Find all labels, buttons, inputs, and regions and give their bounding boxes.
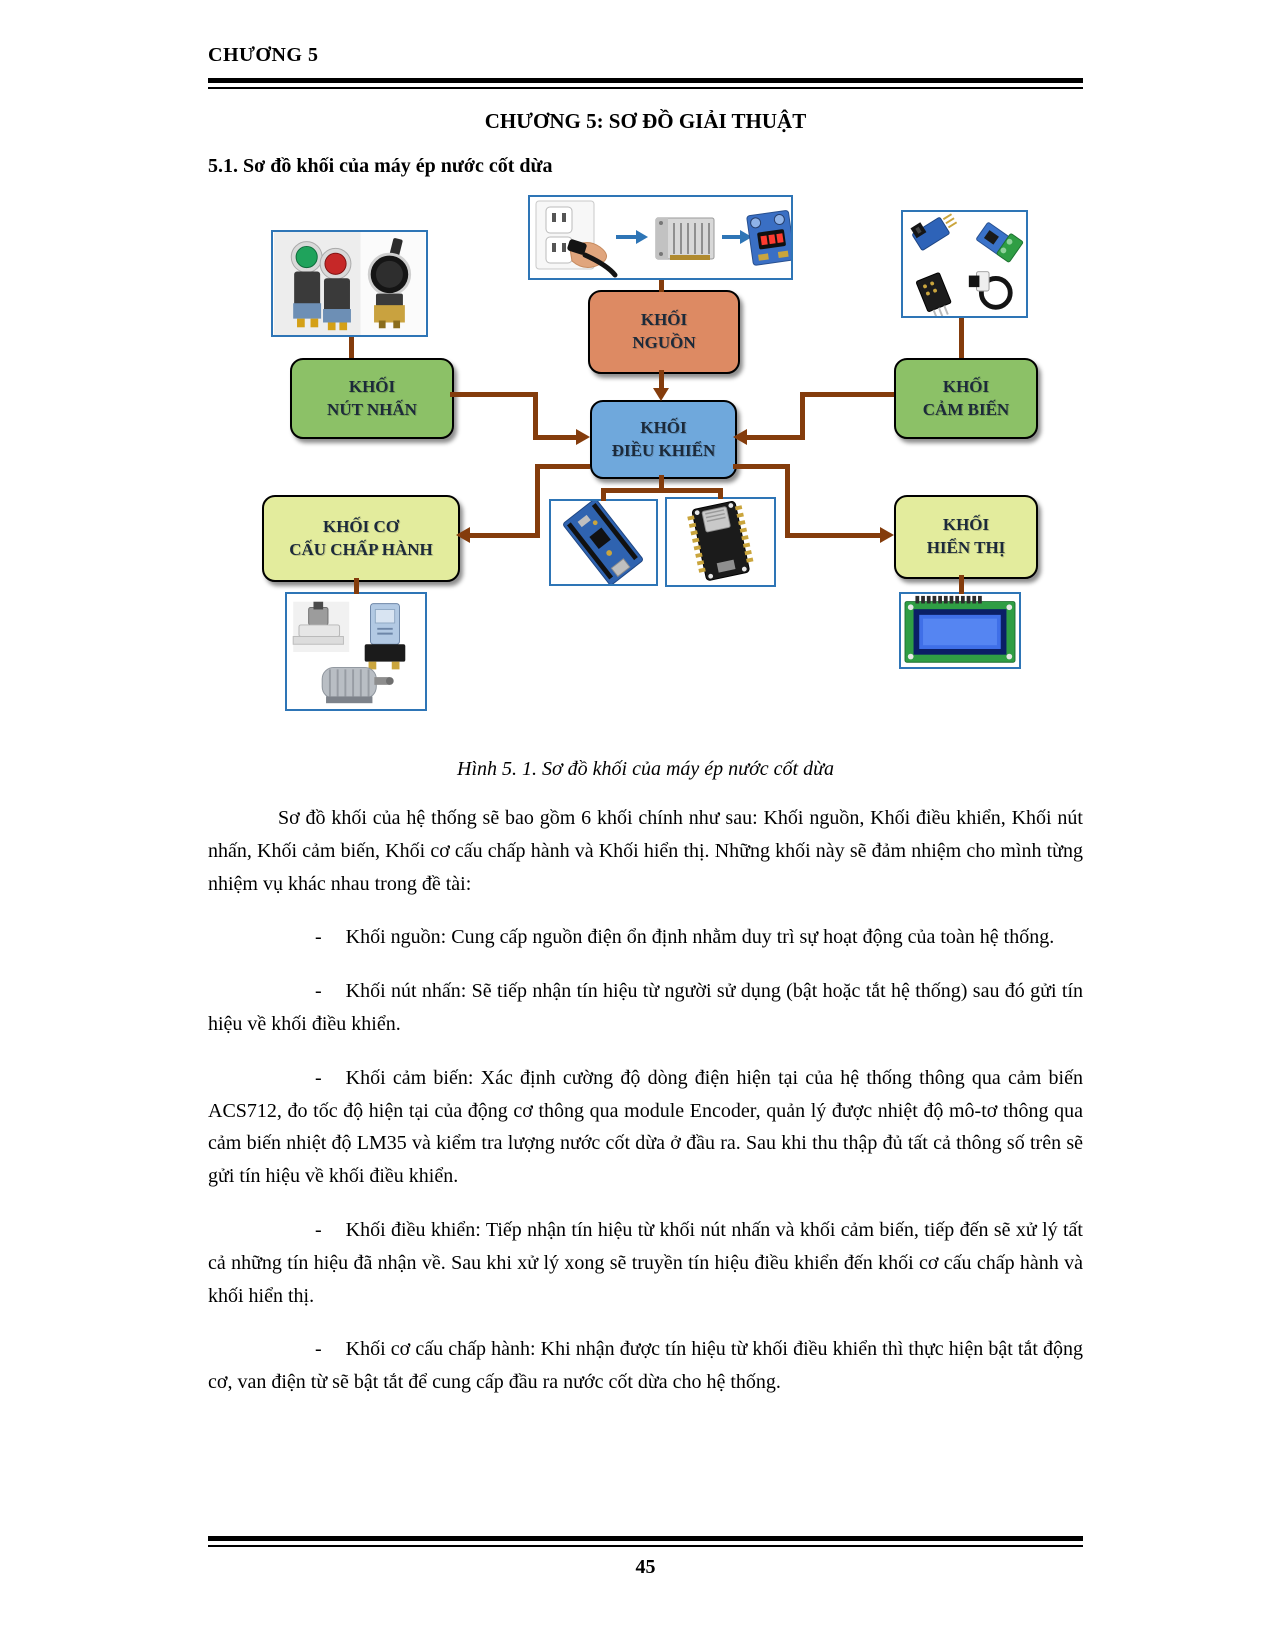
connector-boards-right bbox=[718, 488, 723, 499]
page-footer: 45 bbox=[208, 1536, 1083, 1579]
arrowhead-into-dieukhien-right bbox=[733, 429, 747, 445]
connector-hienthi-h2 bbox=[785, 533, 880, 538]
connector-cambien-h bbox=[805, 392, 894, 397]
bullet-text: Khối điều khiển: Tiếp nhận tín hiệu từ k… bbox=[208, 1218, 1083, 1307]
bullet-khoi-cam-bien: -Khối cảm biến: Xác định cường độ dòng đ… bbox=[208, 1062, 1083, 1193]
connector-hienthi-to-lcd bbox=[959, 575, 964, 594]
block-khoi-co-cau-chap-hanh: KHỐI CƠ CẤU CHẤP HÀNH bbox=[262, 495, 460, 582]
arduino-mega-board-photo bbox=[563, 501, 643, 584]
push-buttons-and-selector-switch-photo bbox=[273, 232, 426, 335]
connector-cocau-to-actuators bbox=[354, 578, 359, 594]
figure-caption: Hình 5. 1. Sơ đồ khối của máy ép nước cố… bbox=[457, 758, 834, 780]
bullet-khoi-nguon: -Khối nguồn: Cung cấp nguồn điện ổn định… bbox=[208, 921, 1083, 954]
bullet-khoi-nut-nhan: -Khối nút nhấn: Sẽ tiếp nhận tín hiệu từ… bbox=[208, 975, 1083, 1041]
page-title: CHƯƠNG 5: SƠ ĐỒ GIẢI THUẬT bbox=[484, 109, 807, 133]
connector-cocau-v bbox=[535, 464, 540, 538]
connector-boards-bar bbox=[601, 488, 723, 493]
connector-nutnhan-v bbox=[533, 392, 538, 440]
bullet-marker: - bbox=[315, 1338, 322, 1361]
esp32-board-photo bbox=[687, 501, 754, 581]
connector-power-to-nguon bbox=[659, 280, 664, 292]
bullet-marker: - bbox=[315, 1218, 322, 1241]
connector-cambien-v bbox=[800, 392, 805, 440]
arduino-photo-box bbox=[549, 499, 658, 586]
running-header: CHƯƠNG 5 bbox=[208, 44, 319, 66]
bullet-text: Khối cơ cấu chấp hành: Khi nhận được tín… bbox=[208, 1338, 1083, 1394]
arrowhead-into-hienthi bbox=[880, 527, 894, 543]
header-rule bbox=[208, 78, 1083, 89]
connector-hienthi-v bbox=[785, 464, 790, 538]
sensor-modules-photo bbox=[910, 213, 1024, 316]
connector-nutnhan-h bbox=[450, 392, 538, 397]
arrowhead-into-cocau bbox=[456, 527, 470, 543]
push-buttons-photo bbox=[271, 230, 428, 337]
lcd2004-display-photo bbox=[904, 595, 1016, 663]
sensor-modules-photo-box bbox=[901, 210, 1028, 318]
connector-nguon-to-dieukhien bbox=[659, 370, 664, 390]
connector-buttons-to-nutnhan bbox=[349, 337, 354, 358]
bullet-text: Khối cảm biến: Xác định cường độ dòng đi… bbox=[208, 1066, 1083, 1188]
esp32-photo-box bbox=[665, 497, 776, 587]
block-khoi-nguon: KHỐI NGUỒN bbox=[588, 290, 740, 374]
section-heading: 5.1. Sơ đồ khối của máy ép nước cốt dừa bbox=[208, 155, 553, 177]
bullet-khoi-dieu-khien: -Khối điều khiển: Tiếp nhận tín hiệu từ … bbox=[208, 1214, 1083, 1312]
bullet-text: Khối nguồn: Cung cấp nguồn điện ổn định … bbox=[345, 926, 1055, 949]
intro-paragraph: Sơ đồ khối của hệ thống sẽ bao gồm 6 khố… bbox=[208, 807, 1083, 895]
bullet-marker: - bbox=[315, 1066, 322, 1089]
footer-rule bbox=[208, 1536, 1083, 1547]
bullet-khoi-co-cau: -Khối cơ cấu chấp hành: Khi nhận được tí… bbox=[208, 1333, 1083, 1399]
page-content: CHƯƠNG 5 CHƯƠNG 5: SƠ ĐỒ GIẢI THUẬT 5.1.… bbox=[208, 0, 1083, 1399]
connector-boards-left bbox=[601, 488, 606, 501]
connector-cocau-h2 bbox=[470, 533, 540, 538]
connector-hienthi-h bbox=[733, 464, 788, 469]
actuators-photo-box bbox=[285, 592, 427, 711]
block-khoi-nut-nhan: KHỐI NÚT NHẤN bbox=[290, 358, 454, 439]
power-chain-photo bbox=[528, 195, 793, 280]
page-number: 45 bbox=[635, 1556, 656, 1578]
outlet-plug-power-supply-buck-converter-photo bbox=[535, 200, 791, 278]
block-diagram-figure: KHỐI NGUỒN KHỐI NÚT NHẤN KHỐI CẢM BIẾN K… bbox=[208, 190, 1083, 720]
bullet-marker: - bbox=[315, 926, 322, 949]
arrowhead-into-dieukhien-left bbox=[576, 429, 590, 445]
block-khoi-hien-thi: KHỐI HIỂN THỊ bbox=[894, 495, 1038, 579]
connector-sensors-to-cambien bbox=[959, 318, 964, 358]
block-khoi-cam-bien: KHỐI CẢM BIẾN bbox=[894, 358, 1038, 439]
lcd-photo-box bbox=[899, 592, 1021, 669]
connector-boards-stem bbox=[659, 475, 664, 491]
connector-cocau-h bbox=[535, 464, 590, 469]
bullet-text: Khối nút nhấn: Sẽ tiếp nhận tín hiệu từ … bbox=[208, 980, 1083, 1035]
solenoid-valve-relay-motor-photo bbox=[292, 601, 406, 704]
connector-nutnhan-h2 bbox=[533, 435, 576, 440]
block-khoi-dieu-khien: KHỐI ĐIỀU KHIỂN bbox=[590, 400, 737, 479]
connector-cambien-h2 bbox=[747, 435, 805, 440]
arrowhead-down-dieukhien bbox=[653, 388, 669, 401]
bullet-marker: - bbox=[315, 980, 322, 1003]
